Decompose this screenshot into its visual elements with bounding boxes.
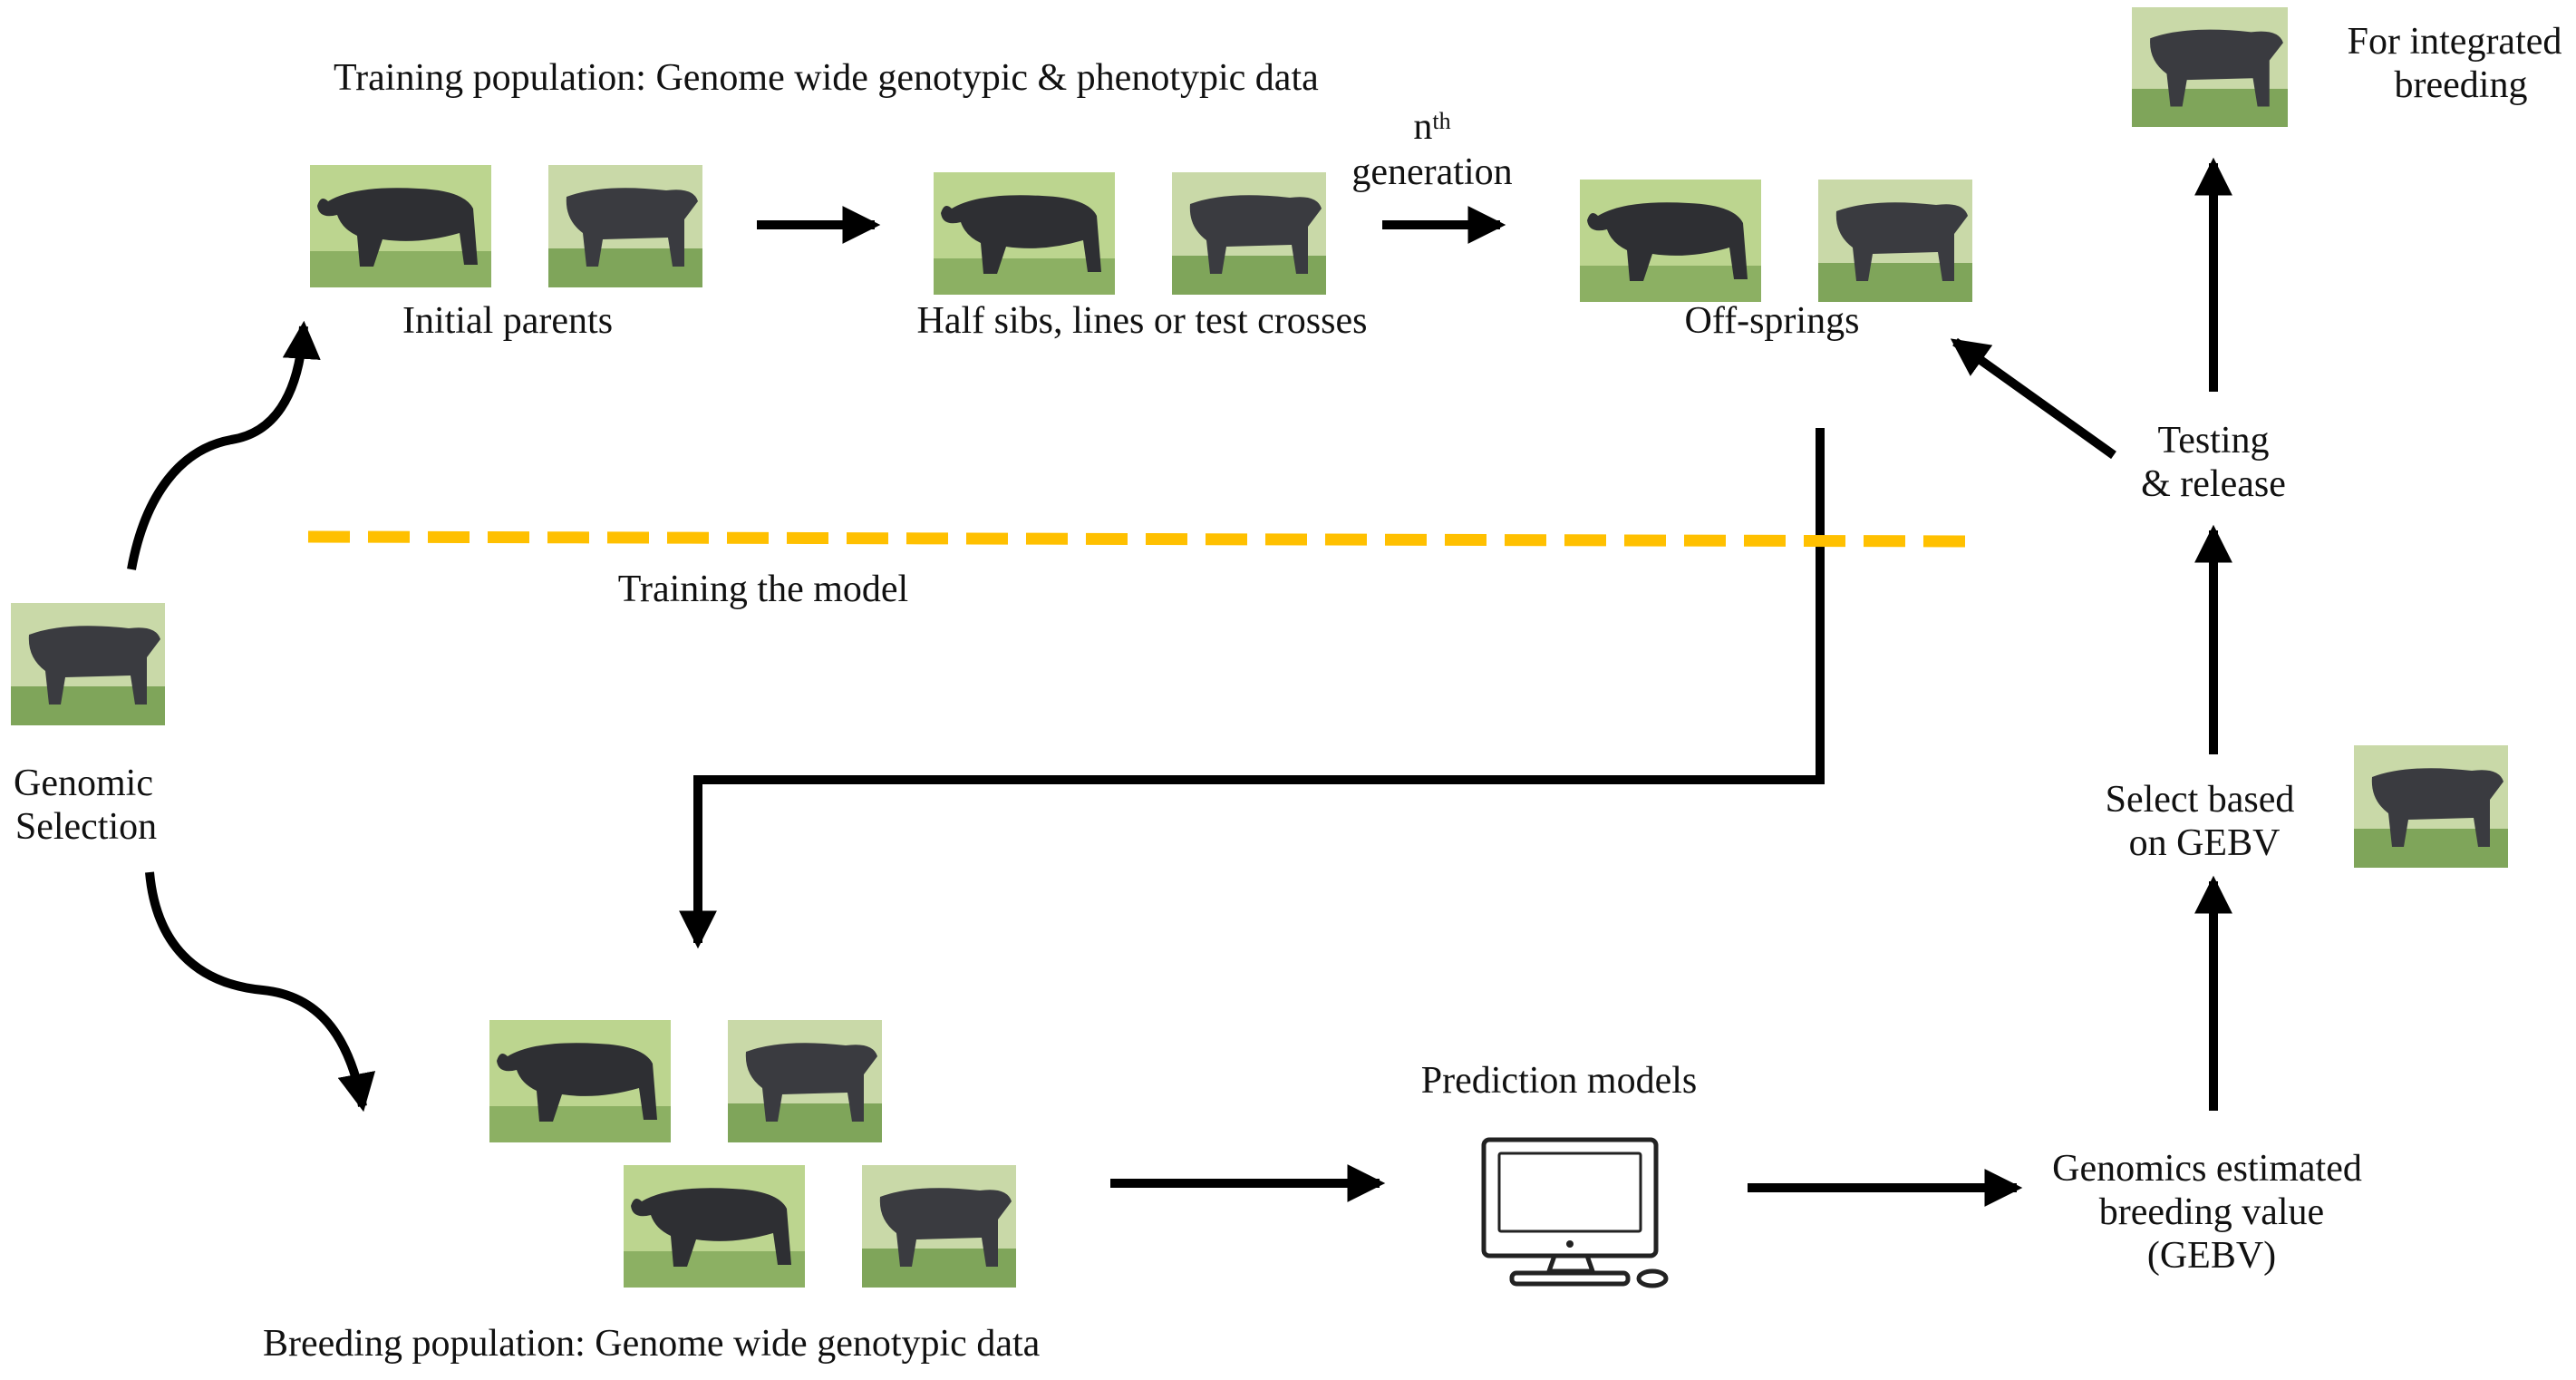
testing-label-line1: Testing (2157, 420, 2270, 462)
cattle-photo-icon (11, 603, 165, 725)
arrow-genomic-to-breeding (145, 871, 376, 1113)
genomic-selection-label-line2: Selection (15, 806, 158, 848)
for-integrated-label-line2: breeding (2394, 64, 2528, 106)
cattle-photo-icon (934, 172, 1115, 295)
arrow-testing-to-offsprings (1950, 337, 2116, 460)
cattle-photo-icon (2354, 745, 2508, 868)
cattle-photo-icon (2132, 7, 2288, 127)
initial-parents-label: Initial parents (402, 300, 614, 342)
select-gebv-label-line2: on GEBV (2128, 822, 2281, 864)
offsprings-label: Off-springs (1684, 300, 1860, 342)
cattle-photo-icon (548, 165, 702, 287)
arrow-genomic-to-parents (127, 320, 321, 570)
nth-generation-label: generation (1351, 151, 1513, 193)
gebv-label-line3: (GEBV) (2146, 1235, 2277, 1277)
cattle-photo-icon (624, 1165, 805, 1288)
testing-label-line2: & release (2141, 463, 2286, 505)
training-model-label: Training the model (617, 569, 909, 610)
gebv-label-line2: breeding value (2098, 1191, 2325, 1233)
breeding-population-label: Breeding population: Genome wide genotyp… (263, 1323, 1041, 1365)
training-divider-dashed-line (307, 530, 1977, 548)
for-integrated-label-line1: For integrated (2347, 21, 2562, 63)
cattle-photo-icon (728, 1020, 882, 1142)
cattle-photo-icon (1818, 180, 1972, 302)
cattle-photo-icon (489, 1020, 671, 1142)
select-gebv-label-line1: Select based (2105, 779, 2295, 821)
genomic-selection-label-line1: Genomic (14, 763, 153, 804)
prediction-models-label: Prediction models (1420, 1060, 1698, 1102)
cattle-photo-icon (310, 165, 491, 287)
half-sibs-label: Half sibs, lines or test crosses (916, 300, 1368, 342)
cattle-photo-icon (1172, 172, 1326, 295)
nth-generation-superscript-label: nth (1413, 106, 1451, 148)
arrow-offsprings-to-breeding (679, 428, 1825, 949)
gebv-label-line1: Genomics estimated (2052, 1148, 2362, 1190)
training-population-label: Training population: Genome wide genotyp… (334, 57, 1319, 99)
computer-icon (1481, 1137, 1669, 1288)
cattle-photo-icon (862, 1165, 1016, 1288)
cattle-photo-icon (1580, 180, 1761, 302)
